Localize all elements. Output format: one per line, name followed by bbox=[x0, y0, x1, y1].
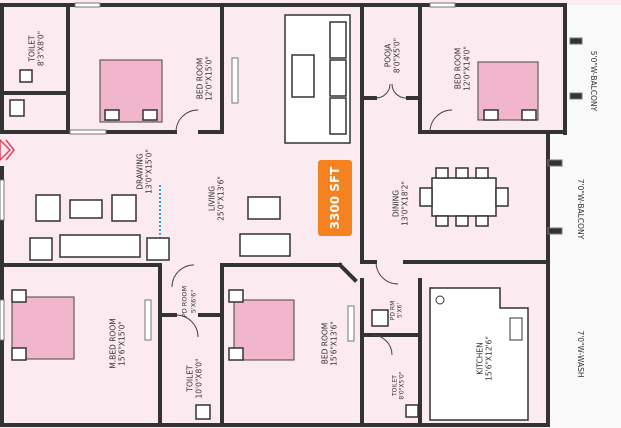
living-furniture bbox=[239, 196, 291, 257]
balcony-1-area bbox=[565, 5, 621, 133]
bedroom-1-label: BED ROOM 12'0"X15'0" bbox=[195, 56, 214, 101]
master-bedroom-label: M.BED ROOM 15'6"X15'0" bbox=[108, 318, 127, 369]
living-label: LIVING 25'0"X13'6" bbox=[207, 176, 226, 221]
pooja-label: POOJA 8'0"X5'0" bbox=[383, 37, 402, 74]
wash-label: 7'0"W-WASH bbox=[576, 330, 585, 378]
toilet-fixtures bbox=[9, 69, 419, 420]
stove bbox=[435, 295, 445, 305]
balcony-1-label: 5'0"W-BALCONY bbox=[589, 50, 598, 112]
kitchen-sink bbox=[509, 317, 523, 341]
pd-room-2-label: PD RM 5'X6' bbox=[389, 300, 404, 321]
toilet-1-label: TOILET 8'3"X8'0" bbox=[27, 30, 46, 67]
balcony-2-label: 7'0"W-BALCONY bbox=[576, 178, 585, 240]
bedside-tables bbox=[11, 109, 537, 361]
drawing-furniture bbox=[29, 194, 170, 261]
wash-area bbox=[548, 266, 621, 428]
door-swings bbox=[171, 83, 453, 356]
kitchen-label: KITCHEN 15'6"X12'6" bbox=[475, 336, 494, 381]
dining-table bbox=[419, 167, 509, 227]
windows bbox=[0, 2, 583, 342]
entry-door-marker bbox=[0, 138, 15, 162]
bedroom-3-label: BED ROOM 15'6"X13'6" bbox=[320, 321, 339, 366]
dining-label: DINING 13'0"X18'2" bbox=[391, 181, 410, 226]
area-badge-text: 3300 SFT bbox=[328, 166, 342, 230]
toilet-3-label: TOILET 8'0"X5'0" bbox=[391, 371, 406, 400]
pd-room-1-label: PD ROOM 5'X6'6" bbox=[180, 285, 198, 318]
sofa-set-top bbox=[284, 14, 351, 144]
bedroom-2-label: BED ROOM 12'0"X14'0" bbox=[453, 46, 472, 91]
kitchen-counter bbox=[429, 287, 529, 421]
toilet-2-label: TOILET 10'0"X8'0" bbox=[185, 358, 204, 399]
area-badge: 3300 SFT bbox=[318, 160, 352, 236]
balcony-2-area bbox=[548, 133, 621, 266]
drawing-label: DRAWING 13'0"X15'0" bbox=[135, 149, 154, 194]
